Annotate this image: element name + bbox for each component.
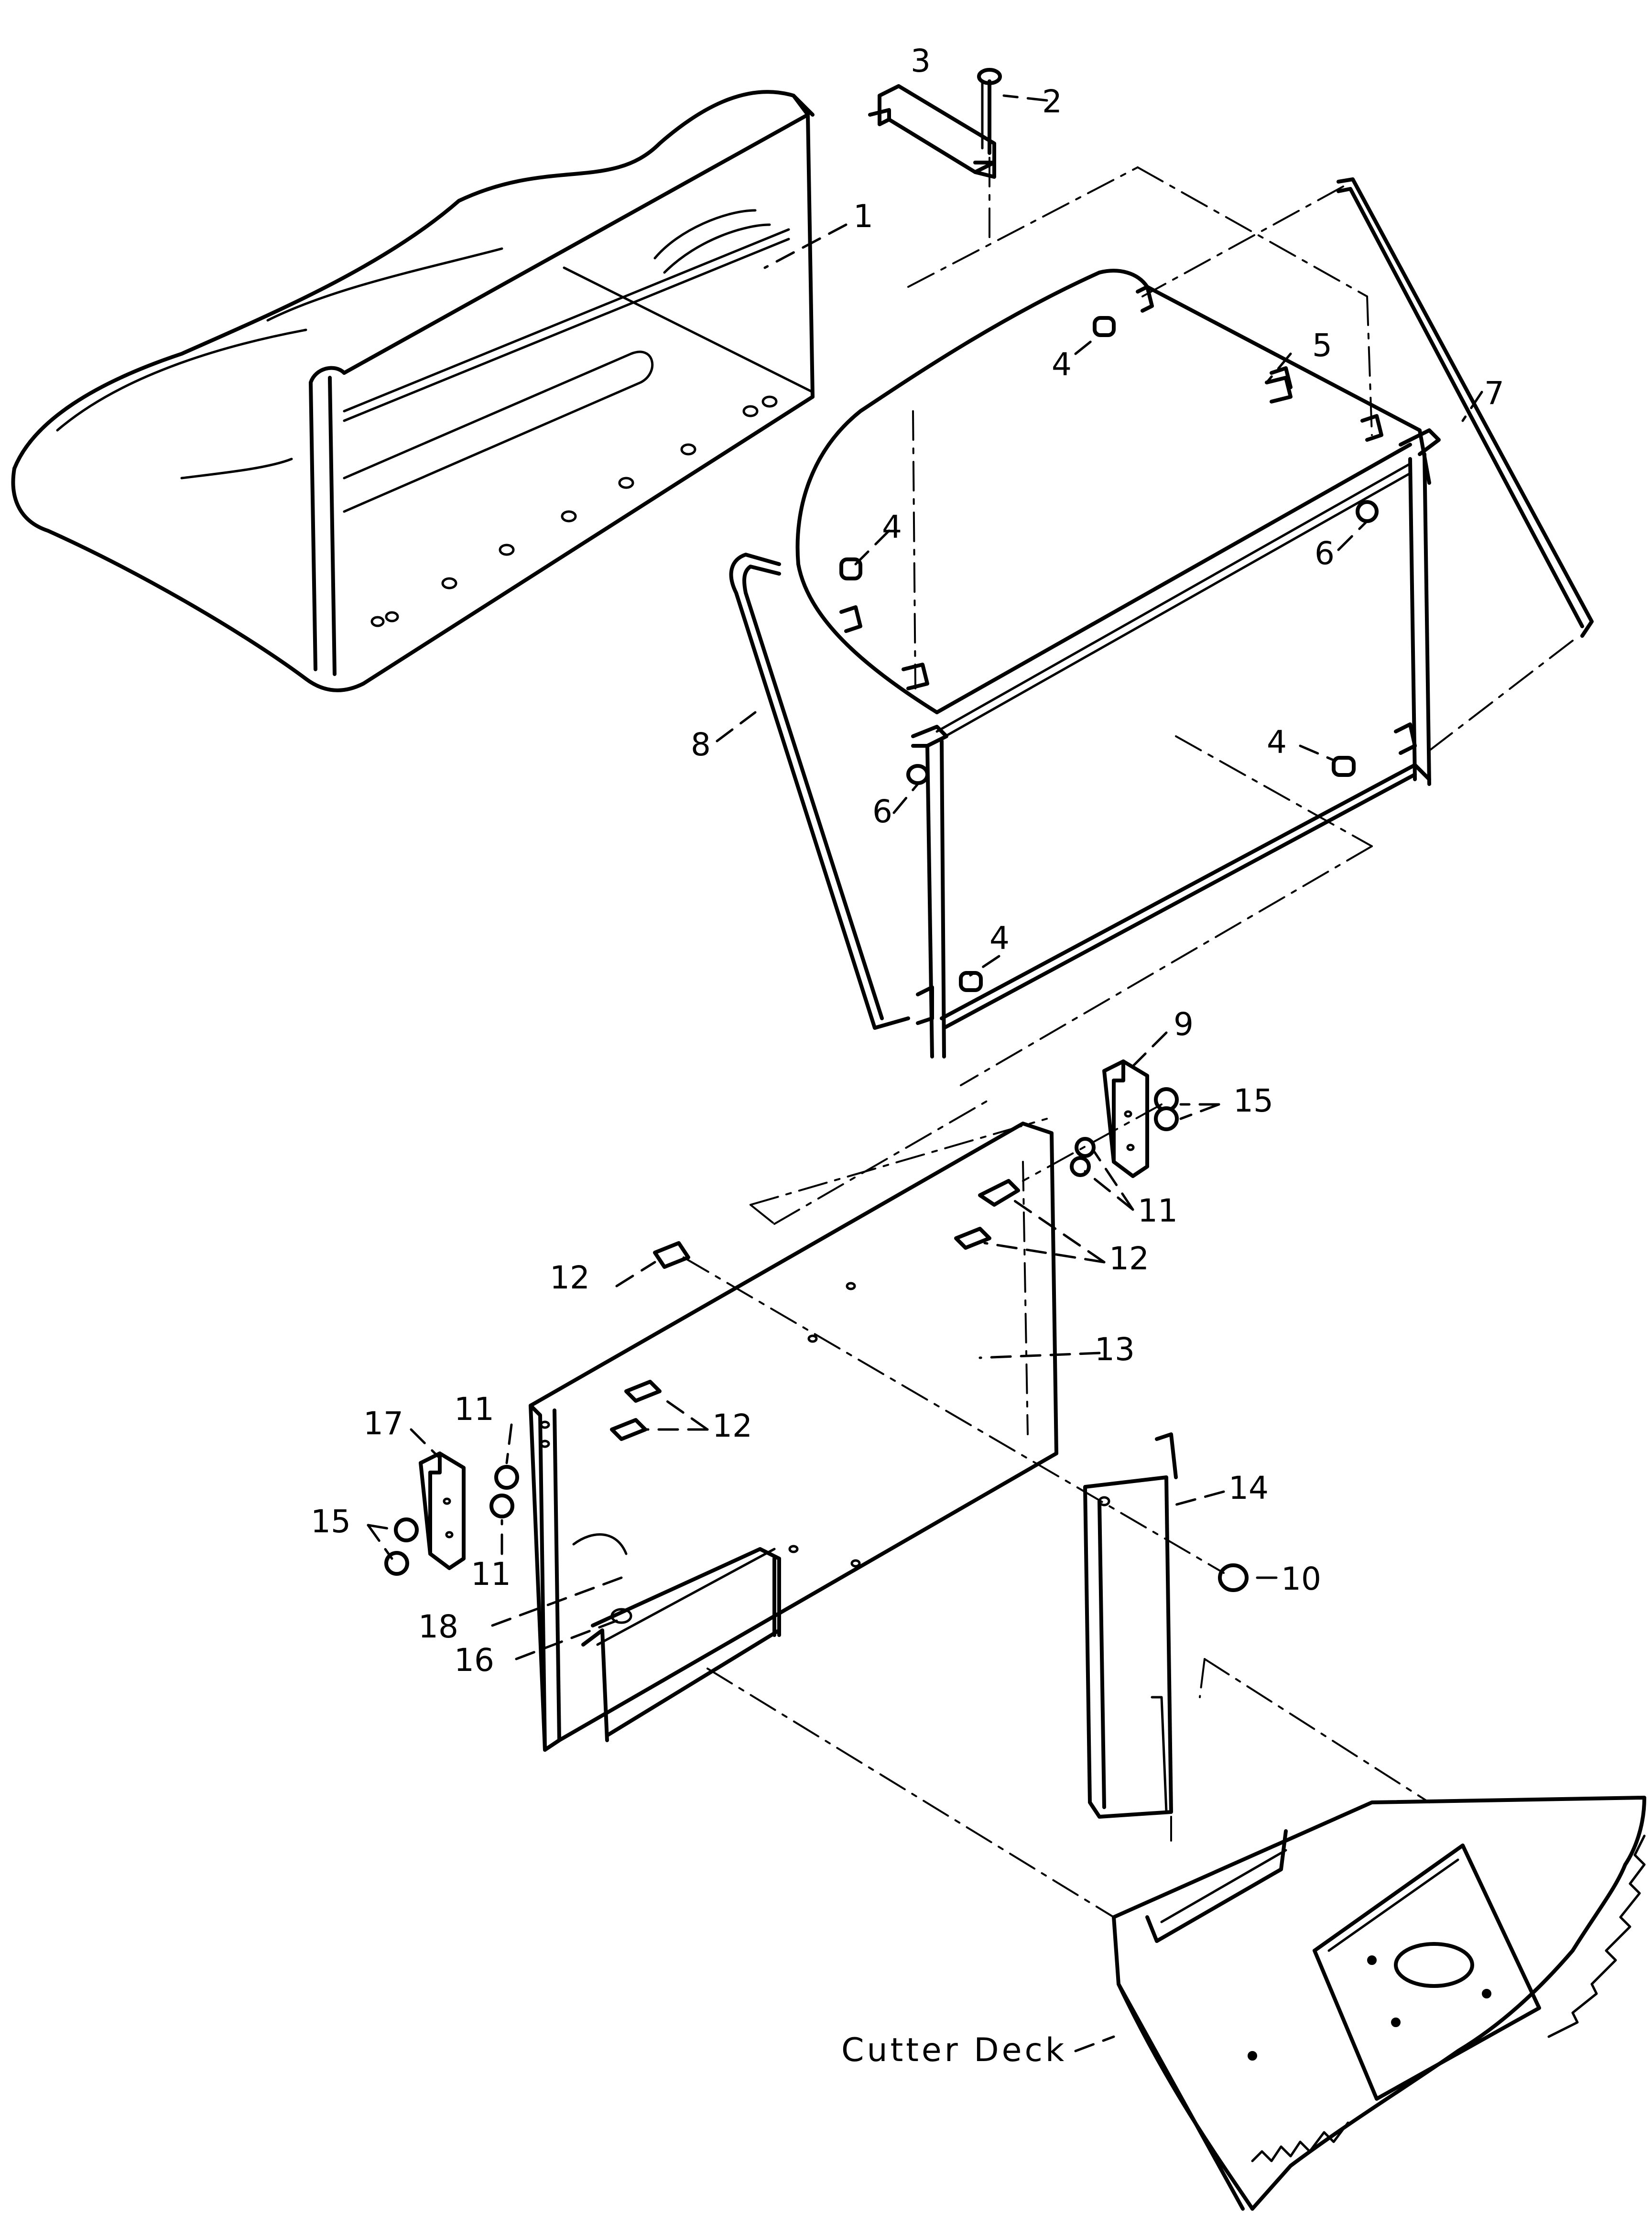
hardware-upper (839, 316, 1379, 992)
cutter-deck (706, 1658, 1646, 2211)
part-13-panel (529, 1099, 1058, 1752)
part-7-rod (1141, 177, 1594, 752)
callout-13: 13 (1095, 1331, 1135, 1368)
callout-7: 7 (1484, 375, 1504, 412)
callout-15-right: 15 (1233, 1082, 1273, 1119)
callout-14: 14 (1228, 1470, 1269, 1506)
cutter-deck-label: Cutter Deck (841, 2031, 1067, 2069)
callout-1: 1 (853, 198, 873, 235)
callout-11-right: 11 (1138, 1192, 1178, 1229)
callout-12-right: 12 (1109, 1240, 1149, 1277)
part-1-seat-shell (11, 90, 815, 692)
part-17-hinge (419, 1451, 466, 1570)
callout-5: 5 (1312, 327, 1332, 364)
part-2-bolt (977, 68, 1002, 240)
callout-4-bottom: 4 (989, 920, 1010, 957)
callout-12-left: 12 (550, 1259, 590, 1296)
part-9-hinge (1102, 1059, 1149, 1178)
callout-2: 2 (1042, 83, 1062, 120)
callout-18: 18 (418, 1608, 458, 1645)
callout-12-center: 12 (712, 1408, 752, 1444)
callout-9: 9 (1174, 1006, 1194, 1043)
callout-11-lower-left: 11 (471, 1556, 511, 1593)
callout-11-upper-left: 11 (454, 1391, 494, 1428)
part-3-bracket (868, 84, 996, 179)
part-14-plate (1083, 1432, 1178, 1842)
callout-4-left: 4 (882, 509, 902, 546)
callout-17: 17 (363, 1405, 403, 1442)
callout-8: 8 (691, 726, 711, 763)
callout-10: 10 (1281, 1560, 1321, 1597)
leader-lines (367, 94, 1483, 2052)
callout-6-left: 6 (872, 793, 892, 830)
callout-6-right: 6 (1315, 535, 1335, 572)
callout-16: 16 (454, 1642, 494, 1679)
callout-15-left: 15 (311, 1503, 351, 1540)
part-8-rod (729, 553, 910, 1030)
callout-3: 3 (911, 43, 931, 79)
callout-4-top: 4 (1052, 346, 1072, 383)
bag-frame (795, 166, 1441, 1086)
callout-4-right: 4 (1267, 724, 1287, 761)
